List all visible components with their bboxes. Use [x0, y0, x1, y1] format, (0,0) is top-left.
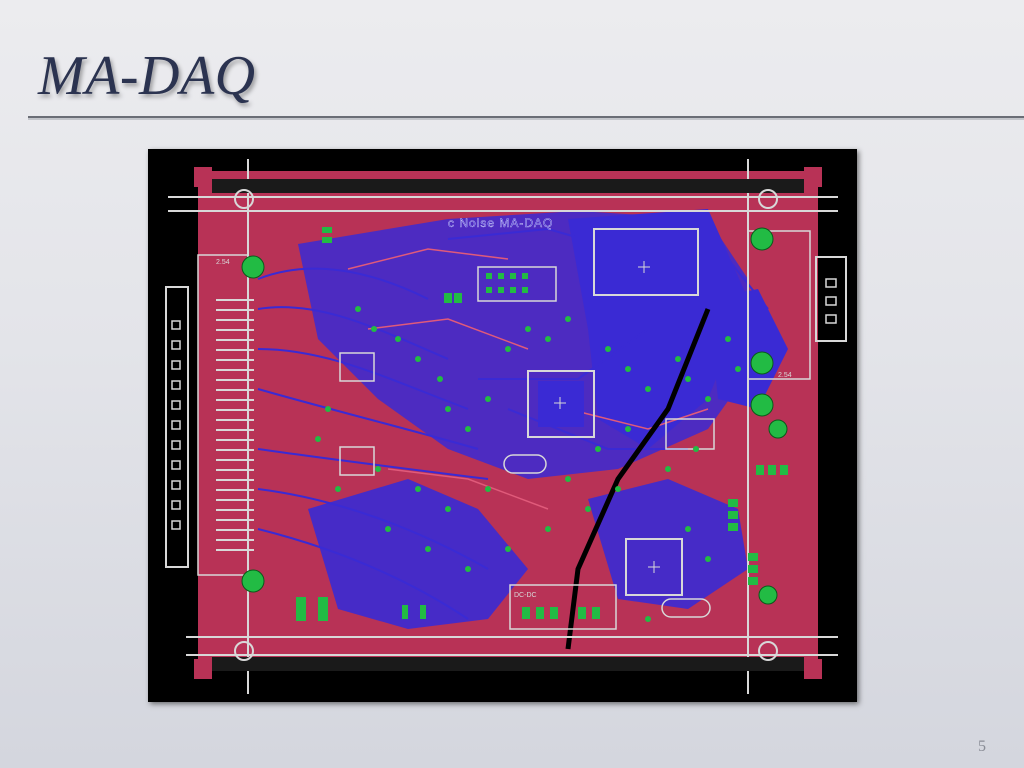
title-divider	[28, 116, 1024, 118]
header-pitch-label: 2.54	[216, 259, 230, 266]
qfp-chip	[593, 228, 699, 296]
board-silkscreen-title: c Noise MA-DAQ	[448, 216, 553, 230]
header-pitch-label-right: 2.54	[778, 372, 792, 379]
dcdc-module	[509, 584, 617, 630]
slide-title: MA-DAQ	[38, 45, 256, 107]
qfp-chip-2	[625, 538, 683, 596]
dcdc-label: DC-DC	[514, 592, 537, 599]
right-connector	[815, 256, 847, 342]
pcb-layout-svg: DC-DC c Noise MA-DAQ 2.54 2.54	[165, 159, 847, 694]
mcu-chip	[527, 370, 595, 438]
pcb-layout-image: DC-DC c Noise MA-DAQ 2.54 2.54	[148, 149, 857, 702]
left-connector	[165, 286, 189, 568]
title-divider-shadow	[28, 118, 1024, 120]
page-number: 5	[978, 738, 986, 755]
